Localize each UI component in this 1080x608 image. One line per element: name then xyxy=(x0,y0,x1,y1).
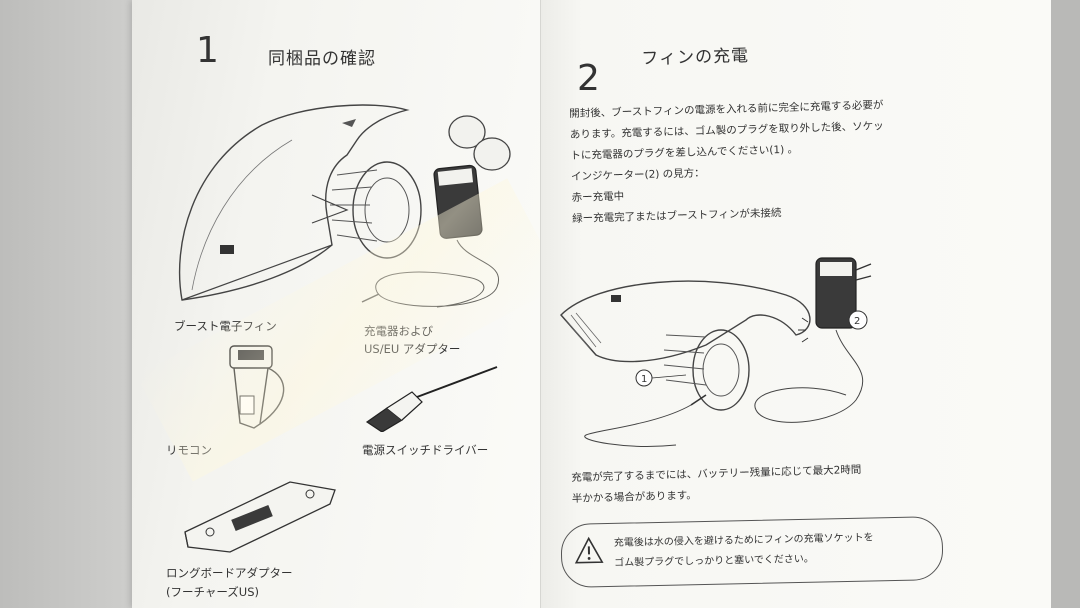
longboard-adapter-illustration xyxy=(184,481,336,553)
notice-box: 充電後は水の侵入を避けるためにフィンの充電ソケットを ゴム製プラグでしっかりと塞… xyxy=(560,516,944,588)
callout-1: 1 xyxy=(641,374,647,385)
item-label-longboard-line1: ロングボードアダプター xyxy=(166,566,293,580)
callout-2: 2 xyxy=(854,316,860,327)
charger-illustration xyxy=(361,115,511,308)
manual-page-right: 2 フィンの充電 開封後、ブーストフィンの電源を入れる前に完全に充電する必要が … xyxy=(540,0,1051,608)
boost-fin-illustration xyxy=(178,104,422,301)
item-label-charger-line2: US/EU アダプター xyxy=(364,342,461,356)
section-number: 2 xyxy=(577,58,600,99)
item-label-longboard-line2: (フーチャーズUS) xyxy=(166,585,259,599)
intro-text: 開封後、ブーストフィンの電源を入れる前に完全に充電する必要が あります。充電する… xyxy=(569,95,887,230)
item-label-charger-line1: 充電器および xyxy=(364,324,433,338)
background-left xyxy=(0,0,140,608)
notice-line: ゴム製プラグでしっかりと塞いでください。 xyxy=(614,553,814,569)
section-title: 同梱品の確認 xyxy=(268,49,376,69)
section-number: 1 xyxy=(196,30,219,71)
item-label-remote: リモコン xyxy=(166,443,212,457)
notice-text: 充電後は水の侵入を避けるためにフィンの充電ソケットを ゴム製プラグでしっかりと塞… xyxy=(614,528,875,573)
remote-illustration xyxy=(229,345,285,429)
warning-triangle-icon xyxy=(574,536,604,564)
charger-with-indicator-illustration: 2 xyxy=(754,257,872,423)
item-label-screwdriver: 電源スイッチドライバー xyxy=(362,443,489,457)
screwdriver-illustration xyxy=(365,366,498,432)
item-label-boost-fin: ブースト電子フィン xyxy=(174,319,277,333)
manual-page-left: 1 同梱品の確認 ブースト電子フィン 充電器および US/EU アダプター リモ… xyxy=(132,0,540,608)
section-title: フィンの充電 xyxy=(641,45,750,69)
charging-illustration: 1 xyxy=(560,280,811,447)
charge-time-text: 充電が完了するまでには、バッテリー残量に応じて最大2時間 半かかる場合があります… xyxy=(571,460,862,510)
